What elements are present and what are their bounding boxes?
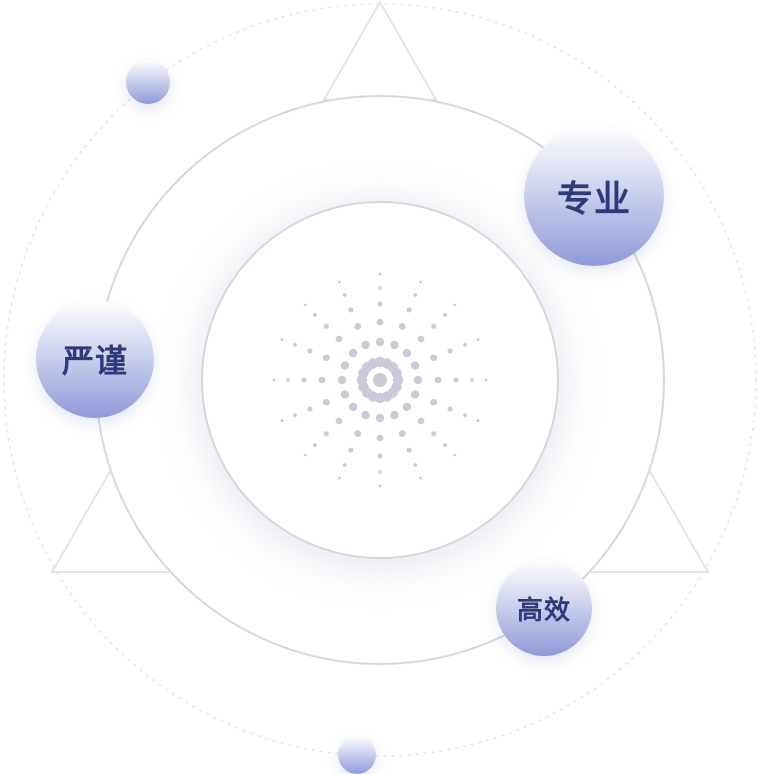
burst-dot: [443, 313, 447, 317]
burst-dot: [434, 376, 442, 384]
burst-dot: [348, 307, 354, 313]
burst-dot: [323, 431, 329, 437]
rigorous-bubble: 严谨: [36, 300, 154, 418]
burst-dot: [453, 377, 459, 383]
burst-dot: [378, 470, 382, 474]
burst-dot: [313, 443, 317, 447]
burst-dot: [413, 463, 418, 467]
burst-dot: [323, 323, 329, 329]
burst-dot: [335, 417, 343, 425]
burst-dot: [447, 406, 453, 412]
burst-dot: [378, 272, 382, 276]
burst-dot: [377, 301, 383, 307]
burst-dot: [391, 367, 402, 379]
professional-label: 专业: [556, 179, 631, 220]
burst-dot: [361, 410, 370, 420]
efficient-bubble: 高效: [496, 560, 592, 656]
burst-dot: [342, 463, 347, 467]
burst-dot: [338, 476, 341, 480]
burst-dot: [390, 340, 399, 350]
burst-dot: [378, 286, 382, 290]
burst-dot: [463, 342, 467, 347]
burst-dot: [323, 354, 330, 362]
burst-dot: [430, 354, 437, 362]
burst-dot: [293, 342, 297, 347]
burst-dot: [361, 340, 370, 350]
burst-dot: [402, 348, 412, 358]
outer-dashed-ring: [3, 3, 757, 757]
burst-dot: [417, 335, 425, 343]
burst-dot: [340, 361, 350, 370]
burst-dot: [419, 476, 422, 480]
small-top-orb: [126, 60, 170, 104]
burst-dot: [272, 378, 276, 382]
burst-dot: [376, 434, 384, 442]
burst-dot: [293, 413, 297, 418]
burst-dot: [453, 453, 457, 457]
burst-dot: [406, 307, 412, 313]
burst-dot: [303, 453, 307, 457]
burst-dot: [476, 338, 480, 341]
burst-dot: [431, 323, 437, 329]
burst-dot: [303, 303, 307, 307]
burst-dot: [323, 398, 330, 406]
burst-dot: [470, 378, 474, 382]
burst-dot: [286, 378, 290, 382]
professional-bubble: 专业: [524, 126, 664, 266]
burst-dot: [318, 376, 326, 384]
burst-dot: [280, 419, 284, 422]
burst-dot: [338, 280, 341, 284]
burst-dot: [337, 375, 347, 385]
burst-dot: [402, 402, 412, 412]
burst-dot: [375, 337, 385, 347]
burst-dot: [335, 335, 343, 343]
burst-dot: [348, 402, 358, 412]
burst-dot: [410, 361, 420, 370]
burst-dot: [413, 375, 423, 385]
burst-dot: [406, 447, 412, 453]
rigorous-label: 严谨: [61, 342, 128, 380]
burst-dot: [342, 293, 347, 297]
burst-dot: [419, 280, 422, 284]
burst-dot: [443, 443, 447, 447]
burst-dot: [398, 323, 406, 330]
starburst-dots: [272, 272, 488, 488]
burst-dot: [354, 323, 362, 330]
burst-dot: [307, 406, 313, 412]
efficient-label: 高效: [516, 595, 571, 626]
burst-dot: [417, 417, 425, 425]
burst-dot: [348, 348, 358, 358]
burst-dot: [431, 431, 437, 437]
burst-dot: [484, 378, 488, 382]
burst-dot: [453, 303, 457, 307]
small-bottom-orb: [338, 736, 376, 774]
burst-dot: [307, 348, 313, 354]
burst-dot: [375, 413, 385, 423]
burst-dot: [340, 390, 350, 399]
burst-dot: [313, 313, 317, 317]
burst-dot: [413, 293, 418, 297]
burst-dot: [280, 338, 284, 341]
burst-center-dot: [373, 373, 387, 387]
burst-dot: [390, 410, 399, 420]
burst-dot: [378, 484, 382, 488]
burst-dot: [410, 390, 420, 399]
burst-dot: [430, 398, 437, 406]
top-triangle: [322, 0, 438, 101]
burst-dot: [348, 447, 354, 453]
burst-dot: [377, 453, 383, 459]
burst-dot: [463, 413, 467, 418]
burst-dot: [398, 430, 406, 437]
burst-dot: [476, 419, 480, 422]
burst-dot: [376, 318, 384, 326]
burst-dot: [447, 348, 453, 354]
burst-dot: [354, 430, 362, 437]
burst-dot: [301, 377, 307, 383]
